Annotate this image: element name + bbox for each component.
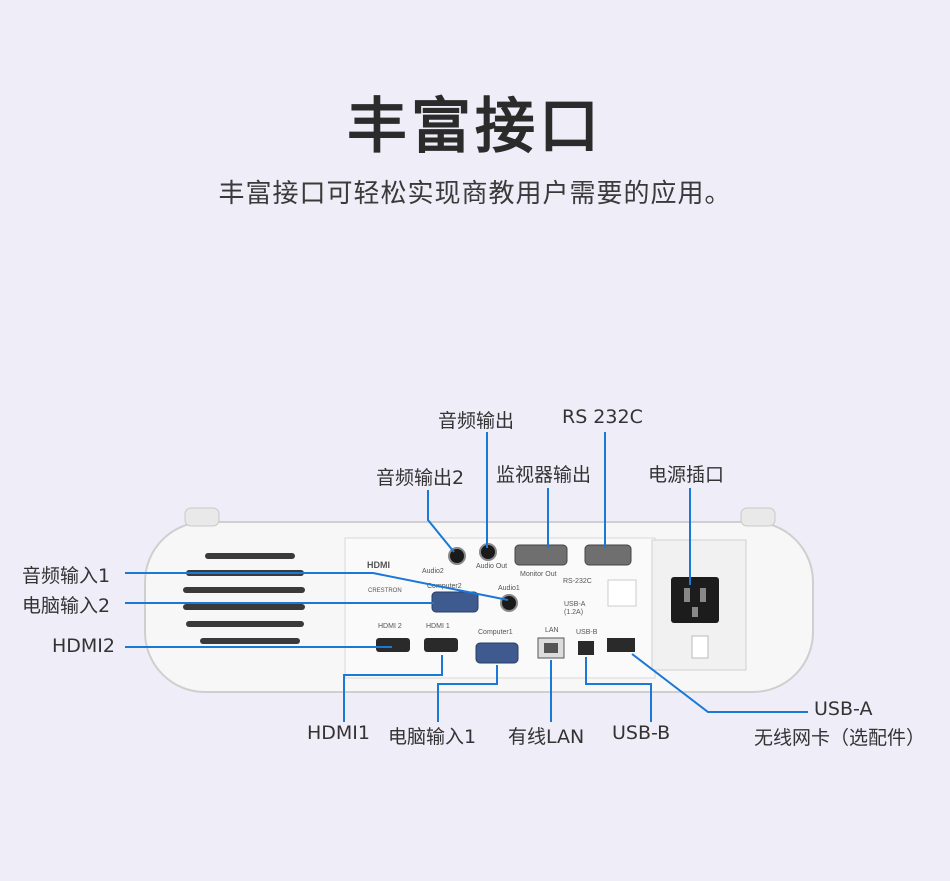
leader-computer-in1 [437, 665, 498, 722]
audio-out2-jack [448, 547, 466, 565]
label-monitor-out: 监视器输出 [496, 464, 592, 486]
label-usb-a: USB-A [814, 698, 873, 720]
power-socket [671, 577, 719, 623]
hdmi2-port [376, 638, 410, 652]
page-subtitle: 丰富接口可轻松实现商教用户需要的应用。 [218, 179, 732, 209]
label-audio-in1: 音频输入1 [22, 565, 111, 587]
computer-in2-port [431, 591, 479, 613]
leader-lines [125, 432, 808, 722]
computer1-small: Computer1 [478, 629, 513, 636]
label-audio-out2: 音频输出2 [376, 467, 465, 489]
hdmi2-small: HDMI 2 [378, 623, 402, 630]
monitor-out-port [514, 544, 568, 566]
usb-b-small: USB-B [576, 629, 598, 636]
rs232c-small: RS-232C [563, 578, 592, 585]
rs232c-port [584, 544, 632, 566]
usb-a-small: USB-A [564, 601, 586, 608]
leader-usb-a [631, 653, 808, 713]
usb-a-amp: (1.2A) [564, 609, 583, 616]
label-lan: 有线LAN [508, 726, 585, 748]
label-audio-out: 音频输出 [438, 410, 515, 432]
label-wireless: 无线网卡（选配件） [754, 727, 926, 749]
audio-out-small: Audio Out [476, 563, 507, 570]
lan-small: LAN [545, 627, 559, 634]
hdmi-logo: HDMI [367, 560, 390, 570]
label-power: 电源插口 [648, 464, 725, 486]
computer-in1-port [475, 642, 519, 664]
monitor-out-small: Monitor Out [520, 571, 557, 578]
label-rs232c: RS 232C [562, 406, 643, 428]
audio2-small: Audio2 [422, 568, 444, 575]
vent-grille [183, 553, 305, 644]
label-hdmi1: HDMI1 [307, 722, 371, 744]
projector-foot-left [184, 507, 220, 527]
leader-hdmi1 [343, 655, 443, 722]
audio1-small: Audio1 [498, 585, 520, 592]
page-title: 丰富接口 [347, 92, 603, 162]
projector-foot-right [740, 507, 776, 527]
leader-usb-b [585, 657, 652, 722]
label-hdmi2: HDMI2 [52, 635, 116, 657]
label-computer-in2: 电脑输入2 [22, 595, 111, 617]
usb-b-port [578, 641, 594, 655]
leader-audio-in1 [125, 572, 509, 601]
label-computer-in1: 电脑输入1 [388, 726, 477, 748]
leader-audio-out2 [427, 490, 455, 553]
hdmi1-small: HDMI 1 [426, 623, 450, 630]
audio-in1-jack [500, 594, 518, 612]
crestron-logo: CRESTRON [368, 588, 402, 594]
hdmi1-port [424, 638, 458, 652]
usb-a-port [607, 638, 635, 652]
label-usb-b: USB-B [612, 722, 671, 744]
